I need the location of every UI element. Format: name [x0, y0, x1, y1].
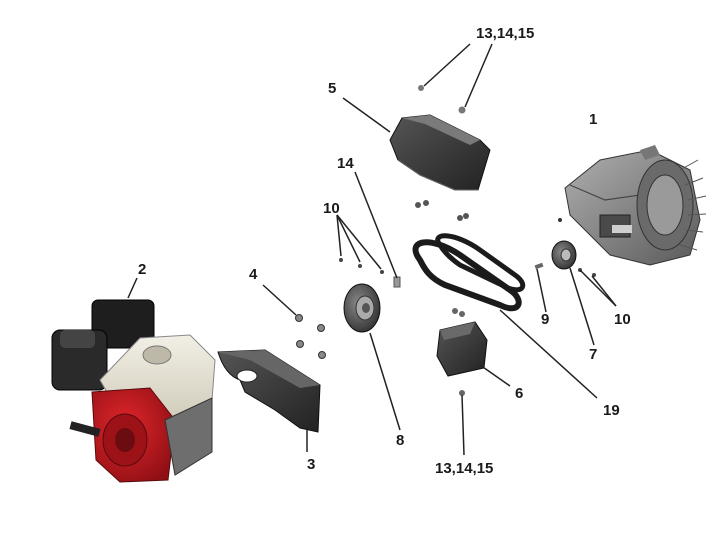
bolts-part [295, 314, 326, 359]
callout-9: 9 [541, 311, 550, 328]
small-pulley-part [534, 240, 596, 277]
callout-13-14-15-bottom: 13,14,15 [435, 460, 494, 477]
mounting-plate-part [217, 349, 321, 433]
engine-part [51, 299, 216, 483]
callout-4: 4 [249, 266, 258, 283]
callout-3: 3 [307, 456, 316, 473]
callout-6: 6 [515, 385, 524, 402]
callout-10-left: 10 [323, 200, 340, 217]
callout-13-14-15-top: 13,14,15 [476, 25, 535, 42]
large-pulley-part [343, 276, 401, 333]
callout-2: 2 [138, 261, 147, 278]
small-guard-part [436, 308, 488, 396]
belt-guard-cover-part [389, 85, 491, 221]
callout-8: 8 [396, 432, 405, 449]
gearbox-housing-part [558, 145, 707, 266]
callout-19: 19 [603, 402, 620, 419]
callout-1: 1 [589, 111, 598, 128]
callout-10-right: 10 [614, 311, 631, 328]
v-belt-part [412, 233, 526, 312]
screws-group-left [339, 258, 384, 274]
callout-14: 14 [337, 155, 354, 172]
callout-5: 5 [328, 80, 337, 97]
leader-lines [127, 43, 617, 456]
callout-7: 7 [589, 346, 598, 363]
